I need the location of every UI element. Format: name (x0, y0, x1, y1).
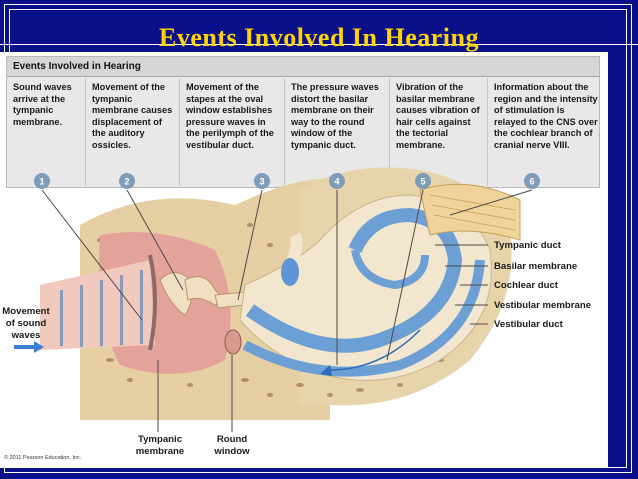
label-tympanic-duct: Tympanic duct (494, 240, 561, 251)
utricle (281, 258, 299, 286)
step-number-5: 5 (420, 177, 425, 187)
copyright-notice: © 2011 Pearson Education, Inc. (4, 455, 81, 461)
label-round-window-line1: Round (204, 434, 260, 445)
step-number-2: 2 (124, 177, 129, 187)
label-tympanic-membrane-line2: membrane (130, 446, 190, 457)
stapes (215, 292, 245, 308)
step-number-3: 3 (259, 177, 264, 187)
label-tympanic-membrane-line1: Tympanic (130, 434, 190, 445)
label-movement-line2: of sound (2, 318, 50, 329)
step-number-4: 4 (334, 177, 339, 187)
round-window (225, 330, 241, 354)
label-basilar-membrane: Basilar membrane (494, 261, 577, 272)
label-round-window-line2: window (204, 446, 260, 457)
step-number-6: 6 (529, 177, 534, 187)
label-vestibular-membrane: Vestibular membrane (494, 300, 591, 311)
label-movement-line1: Movement (2, 306, 50, 317)
step-number-1: 1 (39, 177, 44, 187)
auditory-canal (40, 260, 155, 350)
label-vestibular-duct: Vestibular duct (494, 319, 563, 330)
label-movement-line3: waves (2, 330, 50, 341)
label-cochlear-duct: Cochlear duct (494, 280, 558, 291)
